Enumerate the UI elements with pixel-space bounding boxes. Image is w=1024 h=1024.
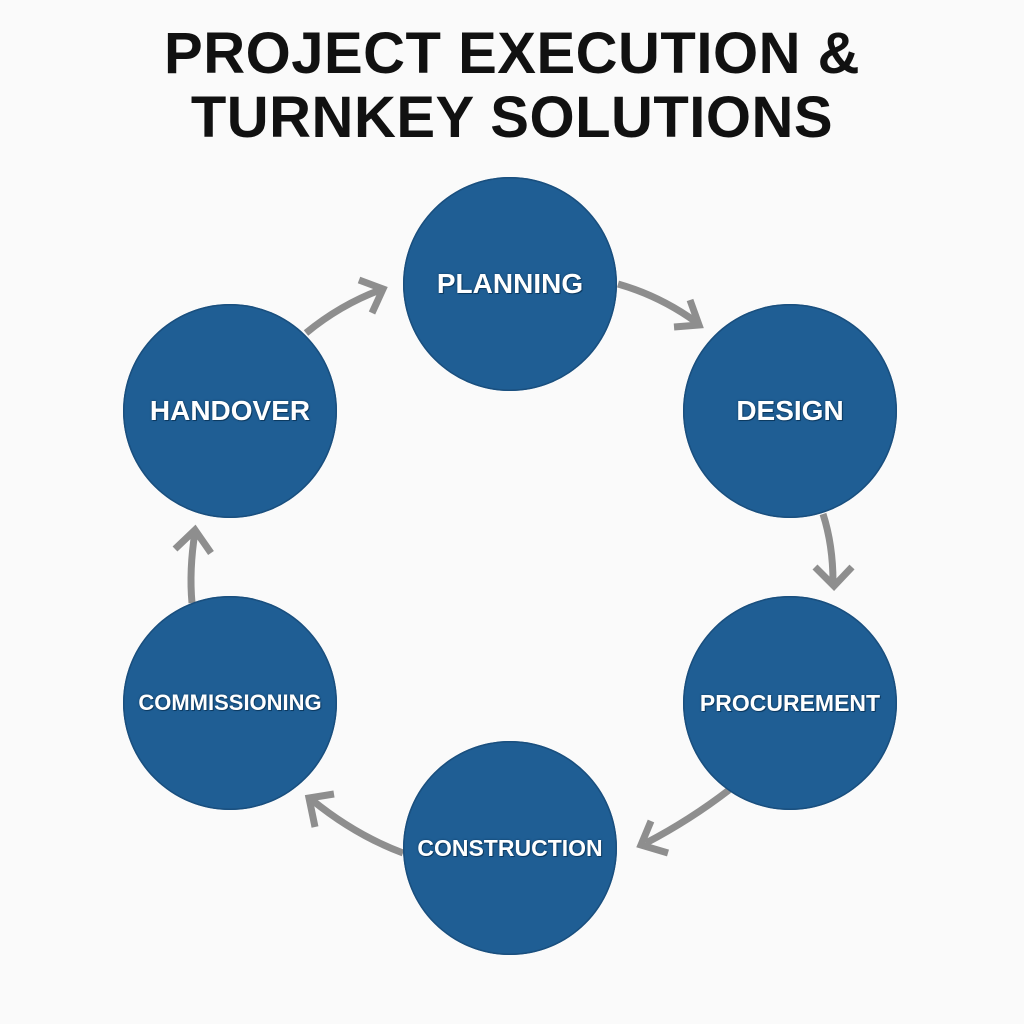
arrow-planning-to-design-icon [617, 280, 704, 331]
step-planning: PLANNING [403, 177, 617, 391]
arrow-handover-to-planning-icon [303, 276, 388, 336]
arrow-construction-to-commissioning-icon [304, 790, 405, 857]
step-design: DESIGN [683, 304, 897, 518]
title-line-2: TURNKEY SOLUTIONS [190, 85, 834, 150]
step-label: PLANNING [436, 268, 584, 299]
diagram-title: PROJECT EXECUTION & TURNKEY SOLUTIONS [0, 22, 1024, 150]
arrow-procurement-to-construction-icon [636, 787, 732, 857]
step-label: HANDOVER [149, 395, 311, 426]
step-label: DESIGN [736, 395, 844, 426]
step-commissioning: COMMISSIONING [123, 596, 337, 810]
title-line-1: PROJECT EXECUTION & [164, 21, 860, 86]
arrow-design-to-procurement-icon [812, 512, 855, 592]
step-label: COMMISSIONING [138, 690, 322, 715]
step-construction: CONSTRUCTION [403, 741, 617, 955]
step-handover: HANDOVER [123, 304, 337, 518]
step-procurement: PROCUREMENT [683, 596, 897, 810]
arrow-commissioning-to-handover-icon [172, 524, 214, 604]
step-label: CONSTRUCTION [417, 834, 603, 861]
step-label: PROCUREMENT [699, 689, 881, 716]
